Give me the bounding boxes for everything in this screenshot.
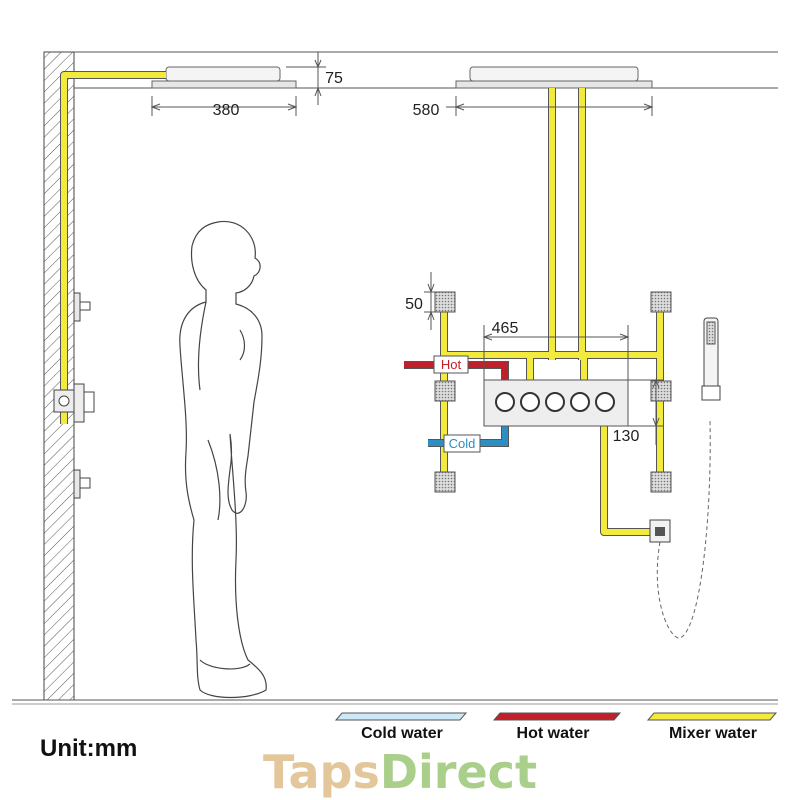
dim-jet-spacing: 50 — [405, 296, 423, 313]
dim-jet-offset: 465 — [492, 320, 519, 337]
legend-mixer-label: Mixer water — [669, 725, 757, 742]
dim-rain-small-width: 380 — [213, 102, 240, 119]
legend-hot-label: Hot water — [517, 725, 590, 742]
human-figure — [179, 220, 267, 699]
brand-part-direct: Direct — [380, 745, 537, 799]
hand-shower — [649, 317, 721, 639]
rain-head-large — [455, 66, 653, 89]
unit-label: Unit:mm — [40, 735, 137, 762]
legend-hot: Hot water — [492, 712, 622, 742]
cold-label-tag: Cold — [443, 434, 481, 453]
legend-cold-label: Cold water — [361, 725, 443, 742]
dim-ceiling-gap: 75 — [325, 70, 343, 87]
body-jet — [650, 471, 672, 493]
body-jet — [650, 291, 672, 313]
body-jet — [434, 291, 456, 313]
brand-logo: TapsDirect — [263, 745, 537, 799]
wall — [43, 51, 75, 701]
dimension-lines — [150, 52, 664, 445]
valve-knob — [495, 392, 515, 412]
valve-knob — [545, 392, 565, 412]
dim-mixer-height: 130 — [613, 428, 640, 445]
body-jet — [434, 471, 456, 493]
body-jet — [434, 380, 456, 402]
cold-label: Cold — [449, 436, 476, 451]
wall-fittings — [53, 292, 95, 499]
legend-mixer: Mixer water — [646, 712, 778, 742]
valve-knob — [595, 392, 615, 412]
mixer-pipes — [60, 71, 664, 536]
floor — [12, 699, 778, 705]
legend: Cold water Hot water Mixer water — [334, 712, 778, 742]
hot-label-tag: Hot — [433, 355, 469, 374]
valve-knob — [520, 392, 540, 412]
dim-rain-large-width: 580 — [413, 102, 440, 119]
legend-cold: Cold water — [334, 712, 468, 742]
brand-part-taps: Taps — [263, 745, 380, 799]
rain-head-small — [151, 66, 297, 89]
mixer-valve — [483, 379, 629, 427]
body-jets — [434, 291, 672, 493]
valve-knob — [570, 392, 590, 412]
hot-label: Hot — [441, 357, 462, 372]
